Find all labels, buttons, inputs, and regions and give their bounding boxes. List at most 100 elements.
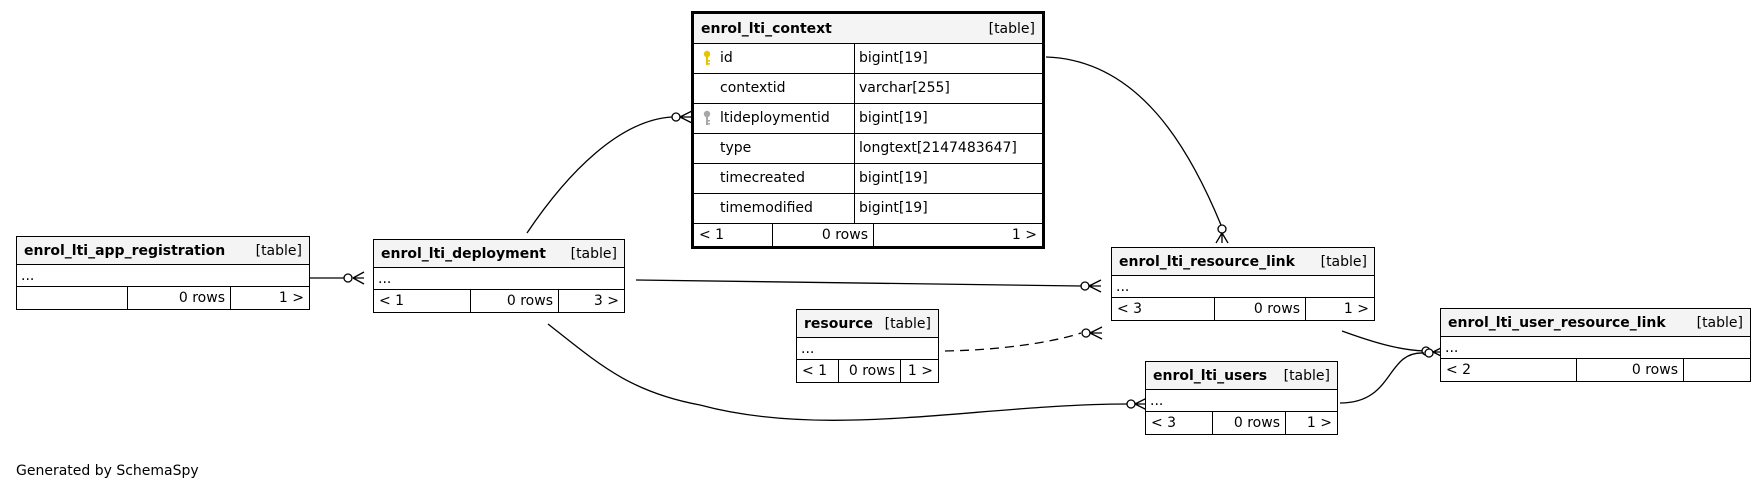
edge-end-circle — [671, 112, 681, 122]
table-type: [table] — [570, 245, 617, 262]
table-name: enrol_lti_users — [1153, 367, 1268, 384]
table-name: enrol_lti_resource_link — [1119, 253, 1295, 270]
table-enrol-lti-users[interactable]: enrol_lti_users [table] ... < 3 0 rows 1… — [1145, 361, 1338, 435]
column-type: longtext[2147483647] — [859, 140, 1017, 156]
column-type: bigint[19] — [859, 110, 928, 126]
table-name: enrol_lti_deployment — [381, 245, 546, 262]
table-header: enrol_lti_context [table] — [694, 14, 1042, 44]
children-count[interactable]: 3 > — [558, 290, 624, 312]
column-name: id — [694, 44, 855, 73]
columns-ellipsis: ... — [797, 338, 938, 360]
edge-crowfoot — [1215, 232, 1229, 244]
columns-ellipsis: ... — [374, 268, 624, 290]
column-name: contextid — [694, 74, 855, 103]
table-type: [table] — [1283, 367, 1330, 384]
row-count: 0 rows — [470, 290, 558, 312]
children-count[interactable] — [1683, 359, 1750, 381]
table-footer: < 2 0 rows — [1441, 359, 1750, 381]
table-header: enrol_lti_users [table] — [1146, 362, 1337, 390]
children-count[interactable]: 1 > — [1305, 298, 1374, 320]
table-resource[interactable]: resource [table] ... < 1 0 rows 1 > — [796, 309, 939, 383]
primary-key-icon — [703, 50, 711, 65]
column-type: bigint[19] — [859, 200, 928, 216]
table-footer: < 1 0 rows 1 > — [694, 224, 1042, 246]
parents-count[interactable]: < 3 — [1117, 301, 1143, 317]
children-count[interactable]: 1 > — [1285, 412, 1337, 434]
parents-count[interactable]: < 1 — [699, 227, 725, 243]
table-header: enrol_lti_app_registration [table] — [17, 237, 309, 265]
column-type: varchar[255] — [859, 80, 950, 96]
column-name: ltideploymentid — [694, 104, 855, 133]
edge-deployment-context — [526, 116, 673, 234]
table-header: enrol_lti_resource_link [table] — [1112, 248, 1374, 276]
row-count: 0 rows — [127, 287, 230, 309]
table-type: [table] — [1320, 253, 1367, 270]
edge-resource-link-user-resource-link — [1341, 330, 1425, 352]
table-name: enrol_lti_user_resource_link — [1448, 314, 1666, 331]
edge-context-resource-link — [1045, 56, 1222, 226]
edge-end-circle — [1424, 348, 1434, 358]
column-type: bigint[19] — [859, 50, 928, 66]
edge-deployment-resource-link — [635, 279, 1082, 287]
foreign-key-icon — [703, 110, 711, 125]
columns-ellipsis: ... — [1146, 390, 1337, 412]
edge-end-circle — [1080, 281, 1090, 291]
edge-users-user-resource-link — [1339, 352, 1425, 404]
row-count: 0 rows — [838, 360, 900, 382]
table-footer: < 1 0 rows 1 > — [797, 360, 938, 382]
table-name: enrol_lti_app_registration — [24, 242, 226, 259]
children-count[interactable]: 1 > — [230, 287, 309, 309]
column-name: timemodified — [694, 194, 855, 223]
table-type: [table] — [255, 242, 302, 259]
parents-count[interactable]: < 1 — [379, 293, 405, 309]
edge-end-circle — [1081, 328, 1091, 338]
edge-end-circle — [1217, 224, 1227, 234]
edge-crowfoot — [1088, 279, 1102, 293]
parents-count[interactable]: < 1 — [802, 363, 828, 379]
children-count[interactable]: 1 > — [873, 224, 1042, 246]
table-header: enrol_lti_deployment [table] — [374, 240, 624, 268]
parents-count[interactable]: < 3 — [1151, 415, 1177, 431]
table-header: enrol_lti_user_resource_link [table] — [1441, 309, 1750, 337]
table-footer: < 1 0 rows 3 > — [374, 290, 624, 312]
parents-count[interactable] — [17, 287, 127, 309]
row-count: 0 rows — [1214, 298, 1305, 320]
table-footer: 0 rows 1 > — [17, 287, 309, 309]
column-name: type — [694, 134, 855, 163]
row-count: 0 rows — [1212, 412, 1285, 434]
row-count: 0 rows — [772, 224, 873, 246]
table-enrol-lti-user-resource-link[interactable]: enrol_lti_user_resource_link [table] ...… — [1440, 308, 1751, 382]
edge-resource-resource-link — [944, 332, 1082, 352]
table-type: [table] — [884, 315, 931, 332]
table-name: enrol_lti_context — [701, 20, 832, 37]
column-type: bigint[19] — [859, 170, 928, 186]
table-footer: < 3 0 rows 1 > — [1112, 298, 1374, 320]
columns-ellipsis: ... — [17, 265, 309, 287]
children-count[interactable]: 1 > — [900, 360, 938, 382]
row-count: 0 rows — [1576, 359, 1683, 381]
table-type: [table] — [1696, 314, 1743, 331]
parents-count[interactable]: < 2 — [1446, 362, 1472, 378]
table-name: resource — [804, 315, 874, 332]
edge-deployment-users — [547, 323, 1129, 421]
columns-ellipsis: ... — [1441, 337, 1750, 359]
table-type: [table] — [988, 20, 1035, 37]
columns-ellipsis: ... — [1112, 276, 1374, 298]
table-enrol-lti-deployment[interactable]: enrol_lti_deployment [table] ... < 1 0 r… — [373, 239, 625, 313]
edge-crowfoot — [679, 110, 693, 124]
table-enrol-lti-resource-link[interactable]: enrol_lti_resource_link [table] ... < 3 … — [1111, 247, 1375, 321]
table-header: resource [table] — [797, 310, 938, 338]
table-enrol-lti-app-registration[interactable]: enrol_lti_app_registration [table] ... 0… — [16, 236, 310, 310]
generated-by-footer: Generated by SchemaSpy — [16, 463, 199, 479]
edge-end-circle — [343, 273, 353, 283]
table-footer: < 3 0 rows 1 > — [1146, 412, 1337, 434]
